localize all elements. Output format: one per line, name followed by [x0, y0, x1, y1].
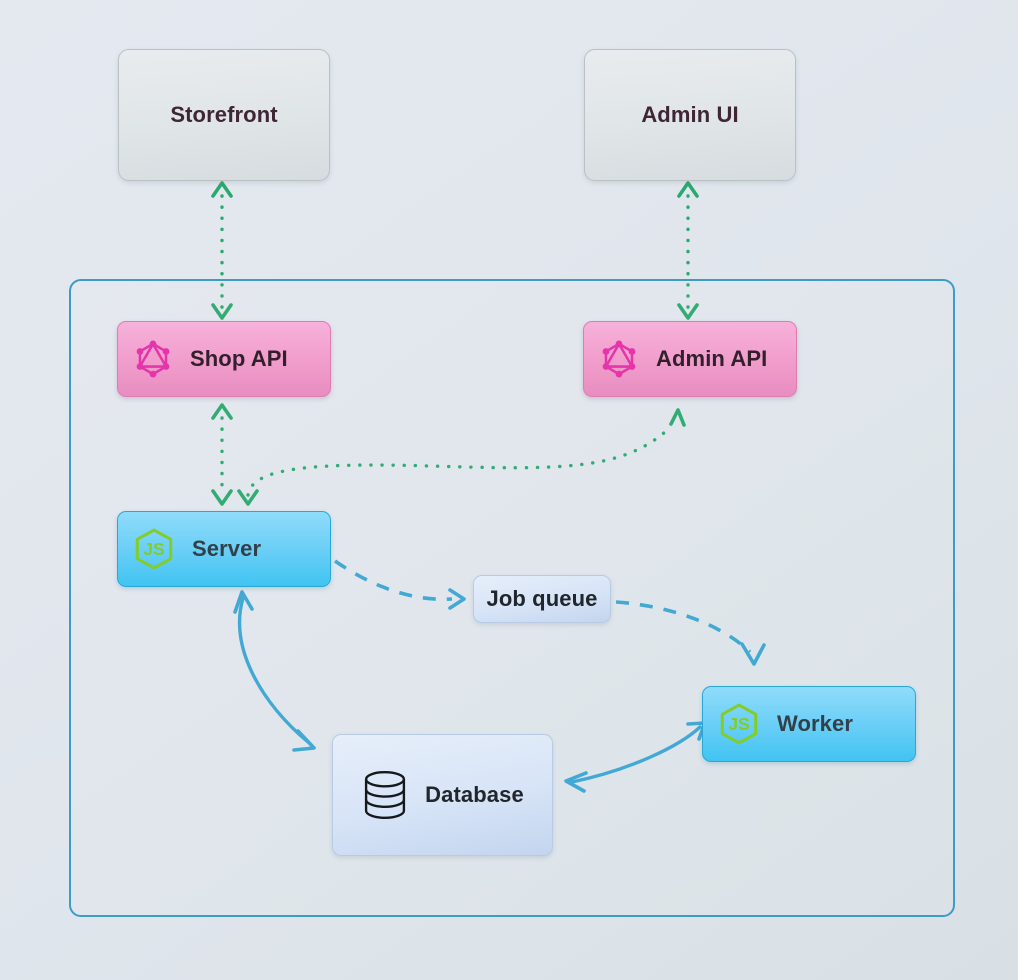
node-database[interactable]: Database: [332, 734, 553, 856]
node-database-label: Database: [425, 782, 524, 807]
graphql-icon: [598, 338, 640, 380]
node-job-queue-label: Job queue: [486, 586, 598, 611]
node-server[interactable]: JS Server: [117, 511, 331, 587]
node-worker-label: Worker: [777, 711, 853, 736]
node-admin-ui[interactable]: Admin UI: [584, 49, 796, 181]
node-storefront[interactable]: Storefront: [118, 49, 330, 181]
node-job-queue[interactable]: Job queue: [473, 575, 611, 623]
node-shop-api[interactable]: Shop API: [117, 321, 331, 397]
nodejs-icon: JS: [132, 527, 176, 571]
database-cylinder-icon: [361, 769, 409, 821]
graphql-icon: [132, 338, 174, 380]
node-admin-api-label: Admin API: [656, 346, 768, 371]
nodejs-icon: JS: [717, 702, 761, 746]
node-storefront-label: Storefront: [170, 102, 278, 127]
node-server-label: Server: [192, 536, 262, 561]
node-worker[interactable]: JS Worker: [702, 686, 916, 762]
node-admin-api[interactable]: Admin API: [583, 321, 797, 397]
node-admin-ui-label: Admin UI: [641, 102, 739, 127]
svg-text:JS: JS: [728, 714, 750, 734]
svg-text:JS: JS: [143, 539, 165, 559]
node-shop-api-label: Shop API: [190, 346, 288, 371]
